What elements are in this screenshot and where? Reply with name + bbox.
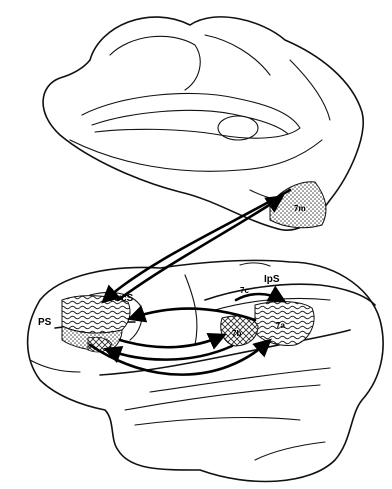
intraparietal-sulcus-label: IpS	[264, 274, 280, 285]
principal-sulcus-label: PS	[38, 317, 52, 328]
medial-hemisphere: 7m	[43, 17, 363, 230]
area-7c-label: 7c	[240, 286, 249, 295]
lateral-hemisphere: ArcS PS IpS 7c 7a 7b	[28, 260, 384, 481]
connection-arrows	[90, 190, 290, 375]
arrow-7m-to-ps	[105, 190, 290, 300]
arrow-ps-to-7m	[118, 198, 280, 300]
area-7m-label: 7m	[294, 204, 306, 213]
area-7a-label: 7a	[276, 321, 285, 330]
arrow-ps-to-7b	[120, 336, 222, 347]
area-7b-label: 7b	[232, 329, 241, 338]
